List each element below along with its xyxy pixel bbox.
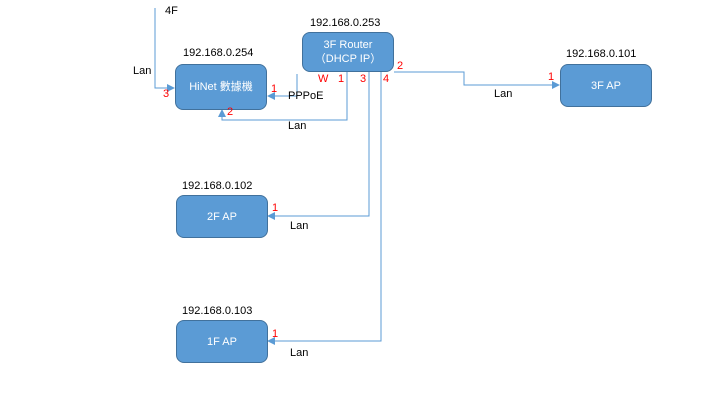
router-ip: 192.168.0.253	[310, 17, 381, 29]
port-ap-1f: 1	[272, 328, 279, 340]
link-label-pppoe: PPPoE	[288, 90, 324, 102]
link-label-lan-2f: Lan	[290, 220, 309, 232]
hinet-ip: 192.168.0.254	[183, 47, 254, 59]
port-router-3: 3	[360, 73, 367, 85]
router-label-line2: （DHCP IP）	[314, 53, 382, 65]
hinet-modem-node: HiNet 數據機	[175, 64, 267, 110]
link-router-1-to-hinet	[218, 72, 348, 121]
floor-label-4f: 4F	[165, 5, 178, 17]
ap-1f-label: 1F AP	[207, 335, 237, 348]
link-label-lan-4f: Lan	[133, 65, 152, 77]
ap-3f-node: 3F AP	[560, 64, 652, 107]
router-node: 3F Router （DHCP IP）	[302, 32, 394, 72]
ap-2f-ip: 192.168.0.102	[182, 180, 253, 192]
port-router-w: W	[318, 73, 329, 85]
port-router-2: 2	[397, 60, 404, 72]
ap-2f-node: 2F AP	[176, 195, 268, 238]
link-label-lan-hinet: Lan	[288, 120, 307, 132]
port-router-4: 4	[383, 73, 390, 85]
router-label-line1: 3F Router	[323, 39, 373, 51]
ap-3f-label: 3F AP	[591, 79, 621, 92]
port-hinet-1: 1	[271, 83, 278, 95]
port-hinet-3: 3	[163, 88, 170, 100]
ap-3f-ip: 192.168.0.101	[566, 48, 637, 60]
port-ap-2f: 1	[272, 202, 279, 214]
ap-2f-label: 2F AP	[207, 210, 237, 223]
link-router-3-to-2f-ap	[267, 72, 370, 220]
port-ap-3f: 1	[548, 71, 555, 83]
link-router-4-to-1f-ap	[267, 72, 382, 345]
link-router-w-to-hinet	[267, 74, 298, 100]
ap-1f-ip: 192.168.0.103	[182, 305, 253, 317]
port-router-1: 1	[338, 73, 345, 85]
link-label-lan-1f: Lan	[290, 347, 309, 359]
link-4f-to-hinet	[154, 8, 175, 92]
link-router-2-to-3f-ap	[394, 71, 560, 89]
ap-1f-node: 1F AP	[176, 320, 268, 363]
port-hinet-2: 2	[227, 106, 234, 118]
link-label-lan-3f: Lan	[494, 88, 513, 100]
hinet-modem-label: HiNet 數據機	[189, 81, 253, 93]
